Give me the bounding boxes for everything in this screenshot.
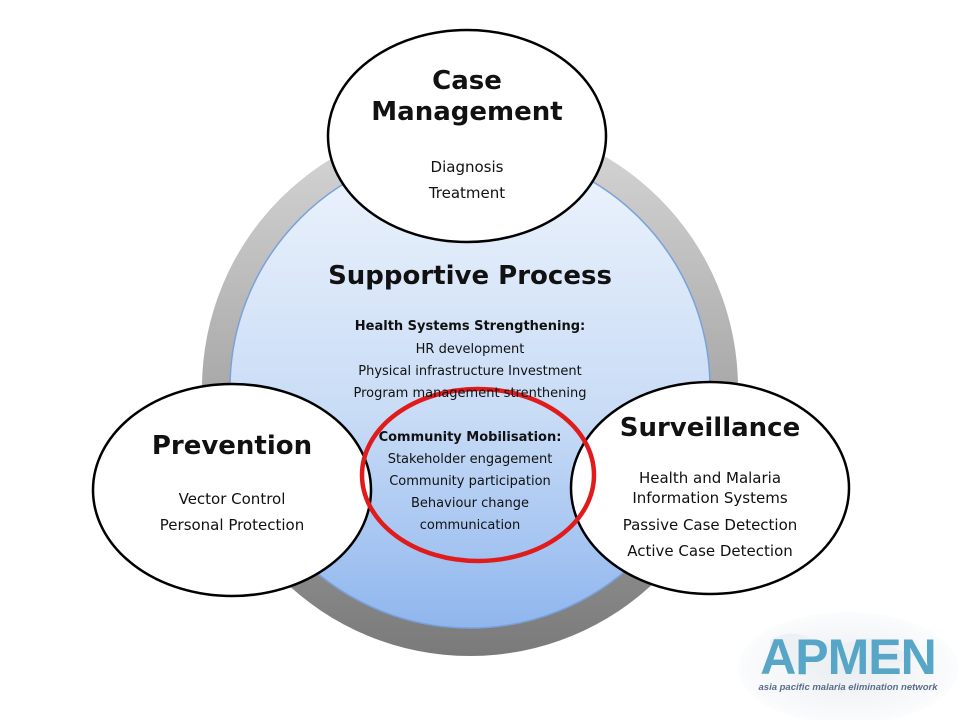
supportive-process-title: Supportive Process (328, 261, 612, 291)
community-mobilisation-items: Stakeholder engagement Community partici… (330, 449, 610, 537)
logo-map-shape (770, 633, 916, 670)
surveillance-item: Information Systems (632, 489, 788, 507)
community-mobilisation-item: Behaviour change (411, 496, 529, 511)
community-mobilisation-item: Stakeholder engagement (387, 452, 553, 467)
case-management-item: Diagnosis (430, 158, 504, 176)
community-mobilisation-heading: Community Mobilisation: (378, 430, 562, 445)
case-management-circle (326, 28, 608, 244)
case-management-item: Treatment (428, 184, 506, 202)
case-management-title-line-1: Case (432, 66, 502, 96)
prevention-title: Prevention (151, 431, 313, 461)
prevention-item: Vector Control (178, 490, 286, 508)
community-mobilisation-item: Community participation (389, 474, 551, 489)
case-management-items: Diagnosis Treatment (367, 154, 567, 206)
surveillance-title: Surveillance (619, 413, 801, 443)
surveillance-items-group-1: Health and Malaria Information Systems (580, 468, 840, 508)
health-systems-item: Physical infrastructure Investment (358, 364, 582, 379)
case-management-title: Case Management (347, 66, 587, 128)
case-management-title-line-2: Management (371, 97, 563, 127)
health-systems-items: HR development Physical infrastructure I… (300, 339, 640, 405)
apmen-logo-tagline: asia pacific malaria elimination network (758, 682, 938, 693)
surveillance-item: Passive Case Detection (622, 516, 798, 534)
prevention-item: Personal Protection (159, 516, 305, 534)
surveillance-item: Health and Malaria (638, 469, 782, 487)
surveillance-items-group-2: Passive Case Detection Active Case Detec… (580, 512, 840, 564)
prevention-circle (91, 382, 373, 598)
health-systems-item: HR development (415, 342, 525, 357)
community-mobilisation-item: communication (419, 518, 521, 533)
surveillance-circle (569, 380, 851, 596)
health-systems-item: Program management strenthening (353, 386, 587, 401)
apmen-logo: APMEN (760, 629, 937, 685)
surveillance-item: Active Case Detection (627, 542, 793, 560)
health-systems-heading: Health Systems Strengthening: (354, 319, 586, 334)
prevention-items: Vector Control Personal Protection (112, 486, 352, 538)
community-mobilisation-highlight-ring (359, 386, 597, 564)
